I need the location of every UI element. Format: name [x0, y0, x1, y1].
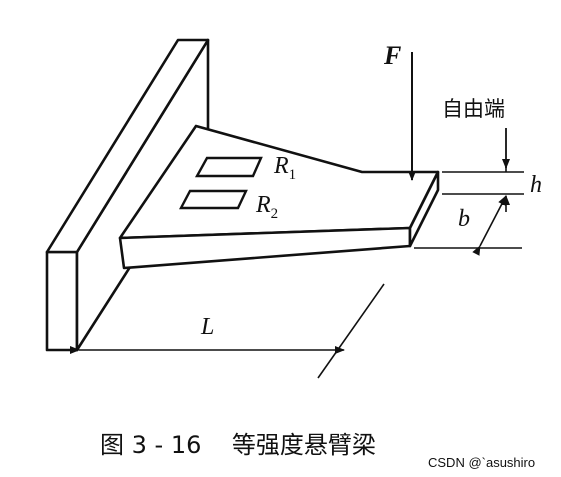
wall-top-face — [45, 38, 210, 254]
free-end-label: 自由端 — [442, 97, 505, 121]
gauge-r2-letter: R — [255, 192, 271, 218]
force-label: F — [383, 41, 401, 70]
b-dimension-line — [472, 195, 507, 256]
width-dimension — [414, 195, 522, 256]
length-label: L — [200, 314, 214, 340]
strain-gauges — [179, 156, 263, 210]
wall-front-face — [45, 250, 79, 352]
width-label: b — [458, 206, 470, 232]
gauge-r1-subscript: 1 — [289, 167, 297, 183]
thickness-label: h — [530, 172, 542, 198]
gauge-r2-subscript: 2 — [271, 206, 279, 222]
beam-end-face — [408, 170, 440, 248]
watermark: CSDN @`asushiro — [428, 455, 535, 470]
tapered-beam — [118, 124, 440, 270]
gauge-r2-label: R2 — [255, 192, 278, 222]
length-dimension — [70, 283, 385, 379]
fixed-wall — [45, 38, 210, 352]
strain-gauge-r2 — [179, 189, 248, 210]
thickness-dimension — [442, 165, 524, 212]
figure-caption: 图 3 - 16 等强度悬臂梁 — [100, 431, 376, 459]
gauge-r1-letter: R — [273, 153, 289, 179]
l-extension-line — [317, 283, 385, 379]
strain-gauge-r1 — [194, 156, 263, 178]
gauge-r1-label: R1 — [273, 153, 296, 183]
